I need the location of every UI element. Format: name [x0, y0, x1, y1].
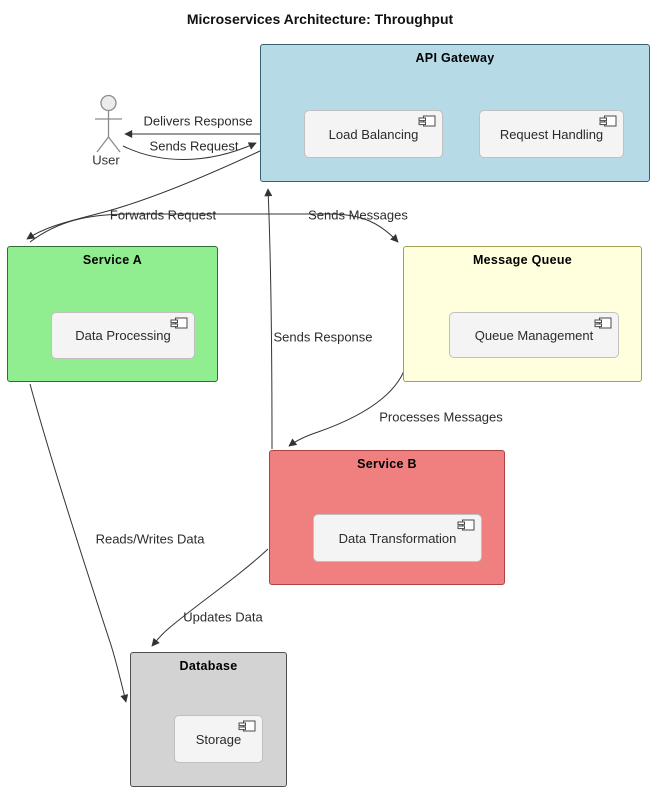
uml-component-icon — [418, 115, 436, 128]
edge-label-sends-messages: Sends Messages — [308, 207, 408, 223]
node-message-queue: Message Queue Queue Management — [403, 246, 642, 382]
component-data-transformation: Data Transformation — [313, 514, 482, 562]
component-load-balancing: Load Balancing — [304, 110, 443, 158]
component-queue-management: Queue Management — [449, 312, 619, 358]
uml-component-icon — [599, 115, 617, 128]
edge-forwards-request-line — [26, 150, 261, 240]
edge-label-processes-messages: Processes Messages — [379, 409, 503, 425]
edge-updates-data-line — [151, 548, 269, 647]
uml-component-icon — [594, 317, 612, 330]
component-label: Storage — [195, 731, 242, 747]
node-service-a-title: Service A — [82, 253, 143, 267]
component-request-handling: Request Handling — [479, 110, 624, 158]
component-label: Load Balancing — [328, 126, 419, 142]
edge-sends-messages-line — [29, 213, 399, 243]
component-label: Queue Management — [474, 327, 594, 343]
uml-component-icon — [457, 519, 475, 532]
node-api-gateway-title: API Gateway — [415, 51, 495, 65]
diagram-title: Microservices Architecture: Throughput — [186, 11, 454, 27]
component-label: Request Handling — [499, 126, 604, 142]
node-database-title: Database — [179, 659, 238, 673]
edge-sends-request-line — [122, 142, 257, 160]
edge-label-reads-writes-data: Reads/Writes Data — [95, 531, 205, 547]
edge-processes-messages-line — [288, 370, 405, 447]
node-service-b: Service B Data Transformation — [269, 450, 505, 585]
edge-label-sends-request: Sends Request — [149, 138, 239, 154]
node-service-a: Service A Data Processing — [7, 246, 218, 382]
edge-label-sends-response: Sends Response — [273, 329, 373, 345]
edge-label-delivers-response: Delivers Response — [143, 113, 253, 129]
user-actor-icon — [95, 94, 122, 153]
node-service-b-title: Service B — [357, 457, 417, 471]
node-message-queue-title: Message Queue — [472, 253, 573, 267]
edge-label-updates-data: Updates Data — [183, 609, 263, 625]
node-database: Database Storage — [130, 652, 287, 787]
edge-sends-response-line — [264, 188, 273, 450]
uml-component-icon — [238, 720, 256, 733]
component-label: Data Processing — [75, 328, 171, 343]
component-data-processing: Data Processing — [51, 312, 195, 359]
edge-reads-writes-data-line — [29, 383, 129, 703]
component-storage: Storage — [174, 715, 263, 763]
node-api-gateway: API Gateway Load Balancing Request Handl… — [260, 44, 650, 182]
uml-component-icon — [170, 317, 188, 330]
component-label: Data Transformation — [338, 530, 457, 546]
edge-label-forwards-request: Forwards Request — [109, 207, 217, 223]
user-actor-label: User — [92, 152, 120, 168]
